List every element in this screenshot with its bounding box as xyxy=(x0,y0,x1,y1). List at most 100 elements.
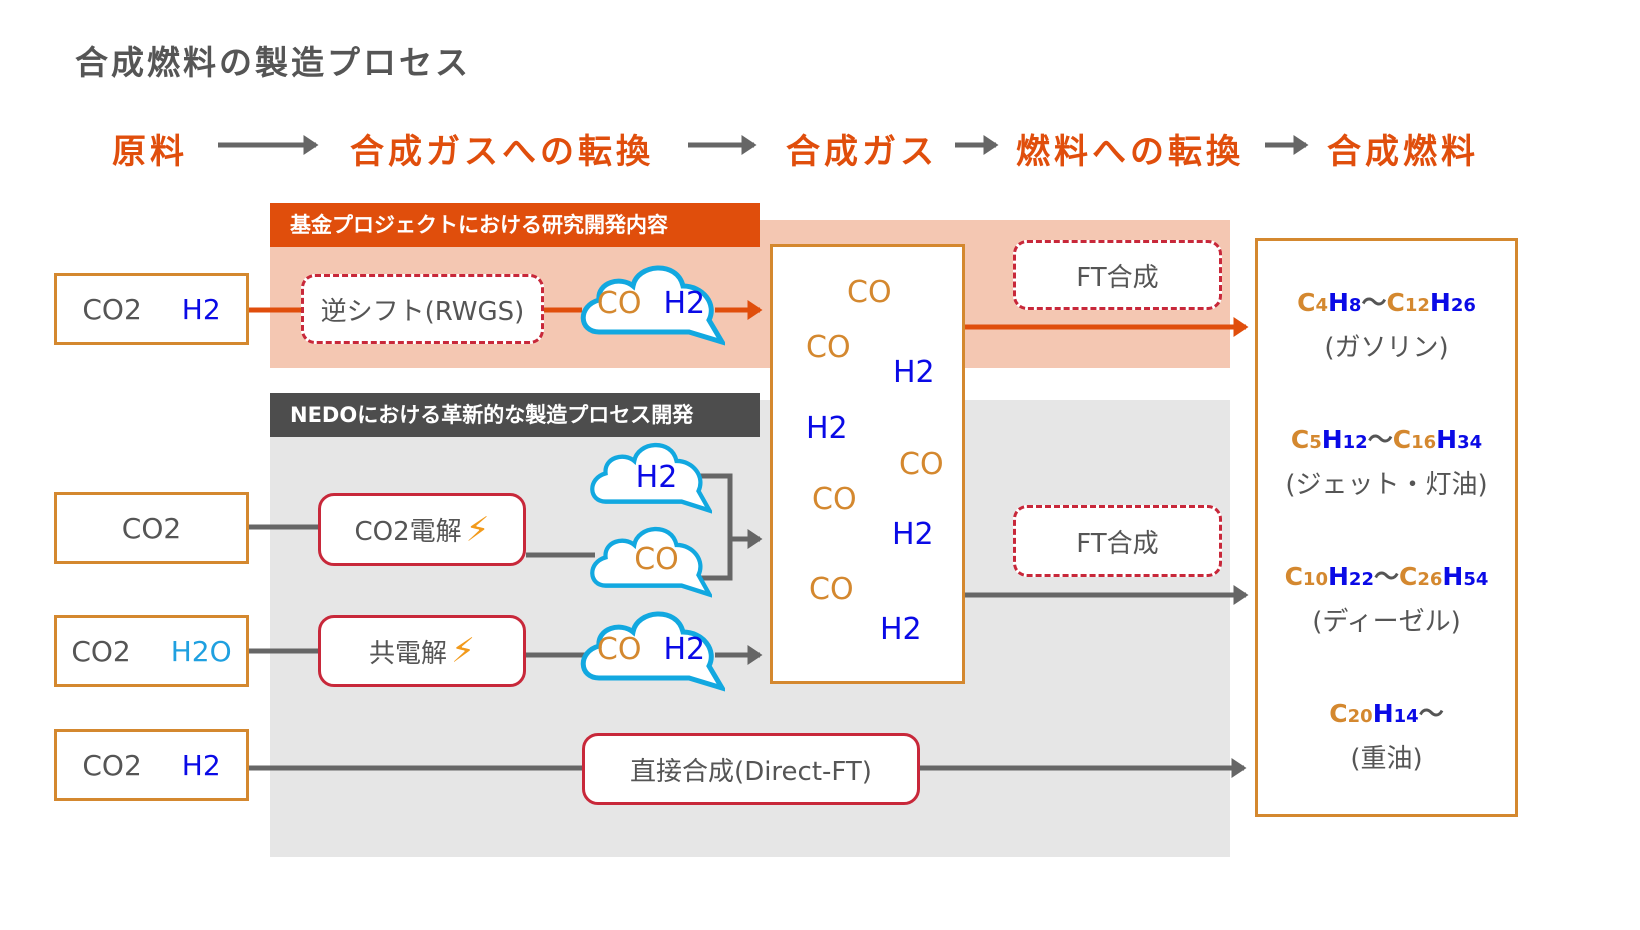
formula-part: 14 xyxy=(1393,706,1419,727)
h2-cloud: H2 xyxy=(587,438,712,514)
co-molecule: CO xyxy=(847,275,892,310)
ft-synthesis-2: FT合成 xyxy=(1013,505,1222,577)
h2-label: H2 xyxy=(663,632,706,667)
co-molecule: CO xyxy=(806,330,851,365)
cloud-icon xyxy=(580,611,725,692)
fuel-name: (ディーゼル) xyxy=(1312,607,1461,637)
formula-part: 〜 xyxy=(1361,288,1387,317)
fuel-name: (重油) xyxy=(1350,744,1423,774)
formula-part: C xyxy=(1399,562,1418,591)
nedo-flow-lines xyxy=(249,473,1249,778)
step-fuel-conversion: 燃料への転換 xyxy=(1016,132,1244,172)
formula-part: 10 xyxy=(1302,569,1328,590)
h2-label: H2 xyxy=(181,748,221,782)
direct-ft-label: 直接合成(Direct-FT) xyxy=(630,756,872,787)
cloud-icon xyxy=(590,442,712,514)
step-synthetic-fuel: 合成燃料 xyxy=(1327,132,1479,172)
h2-label: H2 xyxy=(663,286,706,321)
step-syngas-conversion: 合成ガスへの転換 xyxy=(350,132,654,172)
fuel-formula: C10H22〜C26H54 xyxy=(1258,557,1515,593)
co-molecule: CO xyxy=(809,572,854,607)
page-title: 合成燃料の製造プロセス xyxy=(75,43,471,82)
rwgs-process: 逆シフト(RWGS) xyxy=(301,274,544,344)
formula-part: 4 xyxy=(1315,295,1328,316)
lightning-icon: ⚡ xyxy=(451,631,475,671)
formula-part: H xyxy=(1321,425,1343,454)
formula-part: 20 xyxy=(1347,706,1373,727)
syngas-cloud-fund: CO H2 xyxy=(577,260,725,346)
co-electrolysis-label: 共電解 xyxy=(369,638,448,669)
co2-label: CO2 xyxy=(121,511,182,545)
rwgs-label: 逆シフト(RWGS) xyxy=(320,296,525,327)
formula-part: H xyxy=(1327,288,1349,317)
h2-label: H2 xyxy=(181,292,221,326)
co2-label: CO2 xyxy=(71,634,131,668)
fuel-formula: C5H12〜C16H34 xyxy=(1258,420,1515,456)
fuel-gasoline: C4H8〜C12H26 (ガソリン) xyxy=(1258,283,1515,364)
formula-part: C xyxy=(1284,562,1303,591)
co-molecule: CO xyxy=(899,447,944,482)
fuel-diesel: C10H22〜C26H54(ディーゼル) xyxy=(1258,557,1515,638)
source-co2-h2o: CO2 H2O xyxy=(54,615,249,687)
formula-part: C xyxy=(1290,425,1310,454)
formula-part: 22 xyxy=(1348,569,1374,590)
source-co2: CO2 xyxy=(54,492,249,564)
formula-part: 5 xyxy=(1309,432,1322,453)
formula-part: C xyxy=(1297,288,1316,317)
formula-part: 12 xyxy=(1342,432,1368,453)
co-label: CO xyxy=(634,542,679,577)
formula-part: 〜 xyxy=(1367,425,1393,454)
step-raw-material: 原料 xyxy=(112,132,188,172)
fund-project-label: 基金プロジェクトにおける研究開発内容 xyxy=(270,203,760,247)
cloud-icon xyxy=(590,526,712,598)
ft-synthesis-1: FT合成 xyxy=(1013,240,1222,310)
co2-label: CO2 xyxy=(82,292,142,326)
formula-part: 8 xyxy=(1348,295,1362,316)
co-label: CO xyxy=(596,286,642,321)
formula-part: C xyxy=(1392,425,1412,454)
cloud-icon xyxy=(580,265,725,346)
formula-part: 26 xyxy=(1450,295,1476,316)
co2-electrolysis-process: CO2電解 ⚡ xyxy=(318,493,526,566)
formula-part: 〜 xyxy=(1418,699,1444,728)
formula-part: H xyxy=(1442,562,1464,591)
h2-molecule: H2 xyxy=(892,517,934,552)
fuel-jet-kerosene: C5H12〜C16H34(ジェット・灯油) xyxy=(1258,420,1515,501)
formula-part: H xyxy=(1436,425,1458,454)
co2-label: CO2 xyxy=(82,748,142,782)
co-cloud: CO xyxy=(587,522,712,598)
co-electrolysis-process: 共電解 ⚡ xyxy=(318,615,526,687)
formula-part: 26 xyxy=(1417,569,1443,590)
syngas-pool: CO CO H2 H2 CO CO H2 CO H2 xyxy=(770,244,965,684)
formula-part: H xyxy=(1429,288,1451,317)
h2-molecule: H2 xyxy=(880,612,922,647)
syngas-cloud-nedo: CO H2 xyxy=(577,606,725,692)
h2-molecule: H2 xyxy=(893,355,935,390)
fuel-name: (ジェット・灯油) xyxy=(1285,470,1488,500)
formula-part: H xyxy=(1372,699,1394,728)
fuel-name: (ガソリン) xyxy=(1324,333,1449,363)
fuel-heavy-oil: C20H14〜 (重油) xyxy=(1258,694,1515,775)
co-molecule: CO xyxy=(812,482,857,517)
formula-part: C xyxy=(1329,699,1348,728)
source-co2-h2-direct: CO2 H2 xyxy=(54,729,249,801)
fuel-formula: C20H14〜 xyxy=(1258,694,1515,730)
formula-part: 34 xyxy=(1457,432,1483,453)
nedo-label: NEDOにおける革新的な製造プロセス開発 xyxy=(270,393,760,437)
formula-part: 〜 xyxy=(1373,562,1399,591)
fund-flow-lines xyxy=(249,300,1249,337)
fuel-formula: C4H8〜C12H26 xyxy=(1258,283,1515,319)
h2-molecule: H2 xyxy=(806,411,848,446)
synthetic-fuels-box: C4H8〜C12H26(ガソリン) C5H12〜C16H34(ジェット・灯油) … xyxy=(1255,238,1518,817)
h2o-label: H2O xyxy=(170,634,232,668)
co-label: CO xyxy=(596,632,642,667)
source-co2-h2: CO2 H2 xyxy=(54,273,249,345)
formula-part: C xyxy=(1386,288,1405,317)
step-syngas: 合成ガス xyxy=(786,132,938,172)
ft-synthesis-label: FT合成 xyxy=(1076,528,1159,559)
h2-label: H2 xyxy=(635,460,678,495)
formula-part: 54 xyxy=(1463,569,1489,590)
formula-part: 16 xyxy=(1411,432,1437,453)
